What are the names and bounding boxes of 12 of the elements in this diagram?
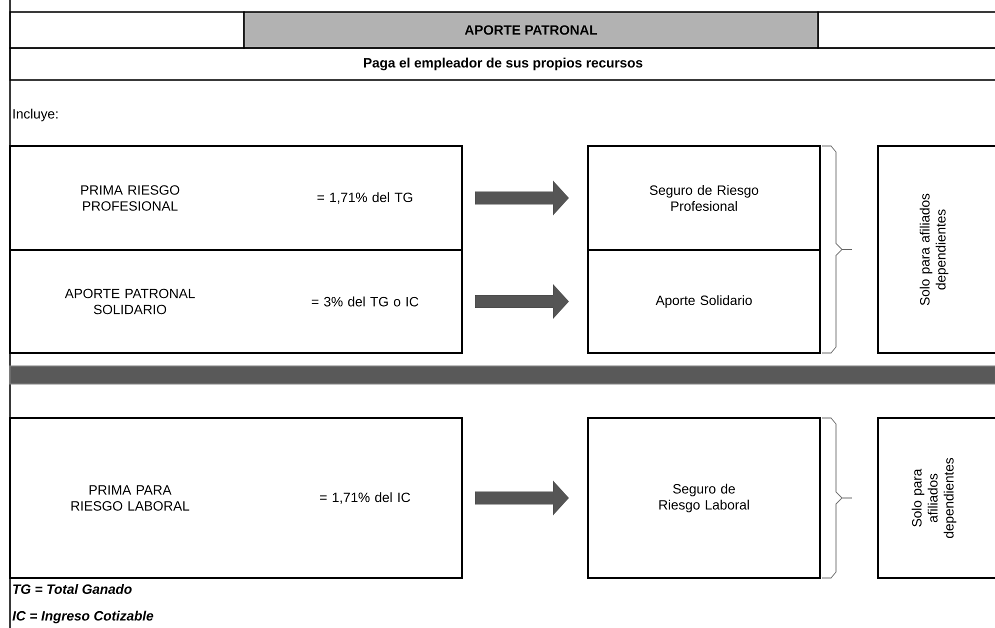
header-cell: APORTE PATRONAL: [243, 11, 819, 49]
note-box: Solo para afiliados dependientes: [877, 417, 995, 579]
note-box: Solo para afiliados dependientes: [877, 145, 995, 354]
formula-box: PRIMA RIESGO PROFESIONAL = 1,71% del TG: [9, 145, 463, 251]
note: Incluye:: [13, 108, 58, 122]
table-row: Paga el empleador de sus propios recursos: [9, 47, 995, 81]
formula-box: APORTE PATRONAL SOLIDARIO = 3% del TG o IC: [9, 249, 463, 354]
formula-box: PRIMA PARA RIESGO LABORAL = 1,71% del IC: [9, 417, 463, 579]
legend-note: IC = Ingreso Cotizable: [12, 610, 154, 624]
result-box: Aporte Solidario: [587, 249, 821, 354]
result-box: Seguro de Riesgo Laboral: [587, 417, 821, 579]
result-box: Seguro de Riesgo Profesional: [587, 145, 821, 251]
